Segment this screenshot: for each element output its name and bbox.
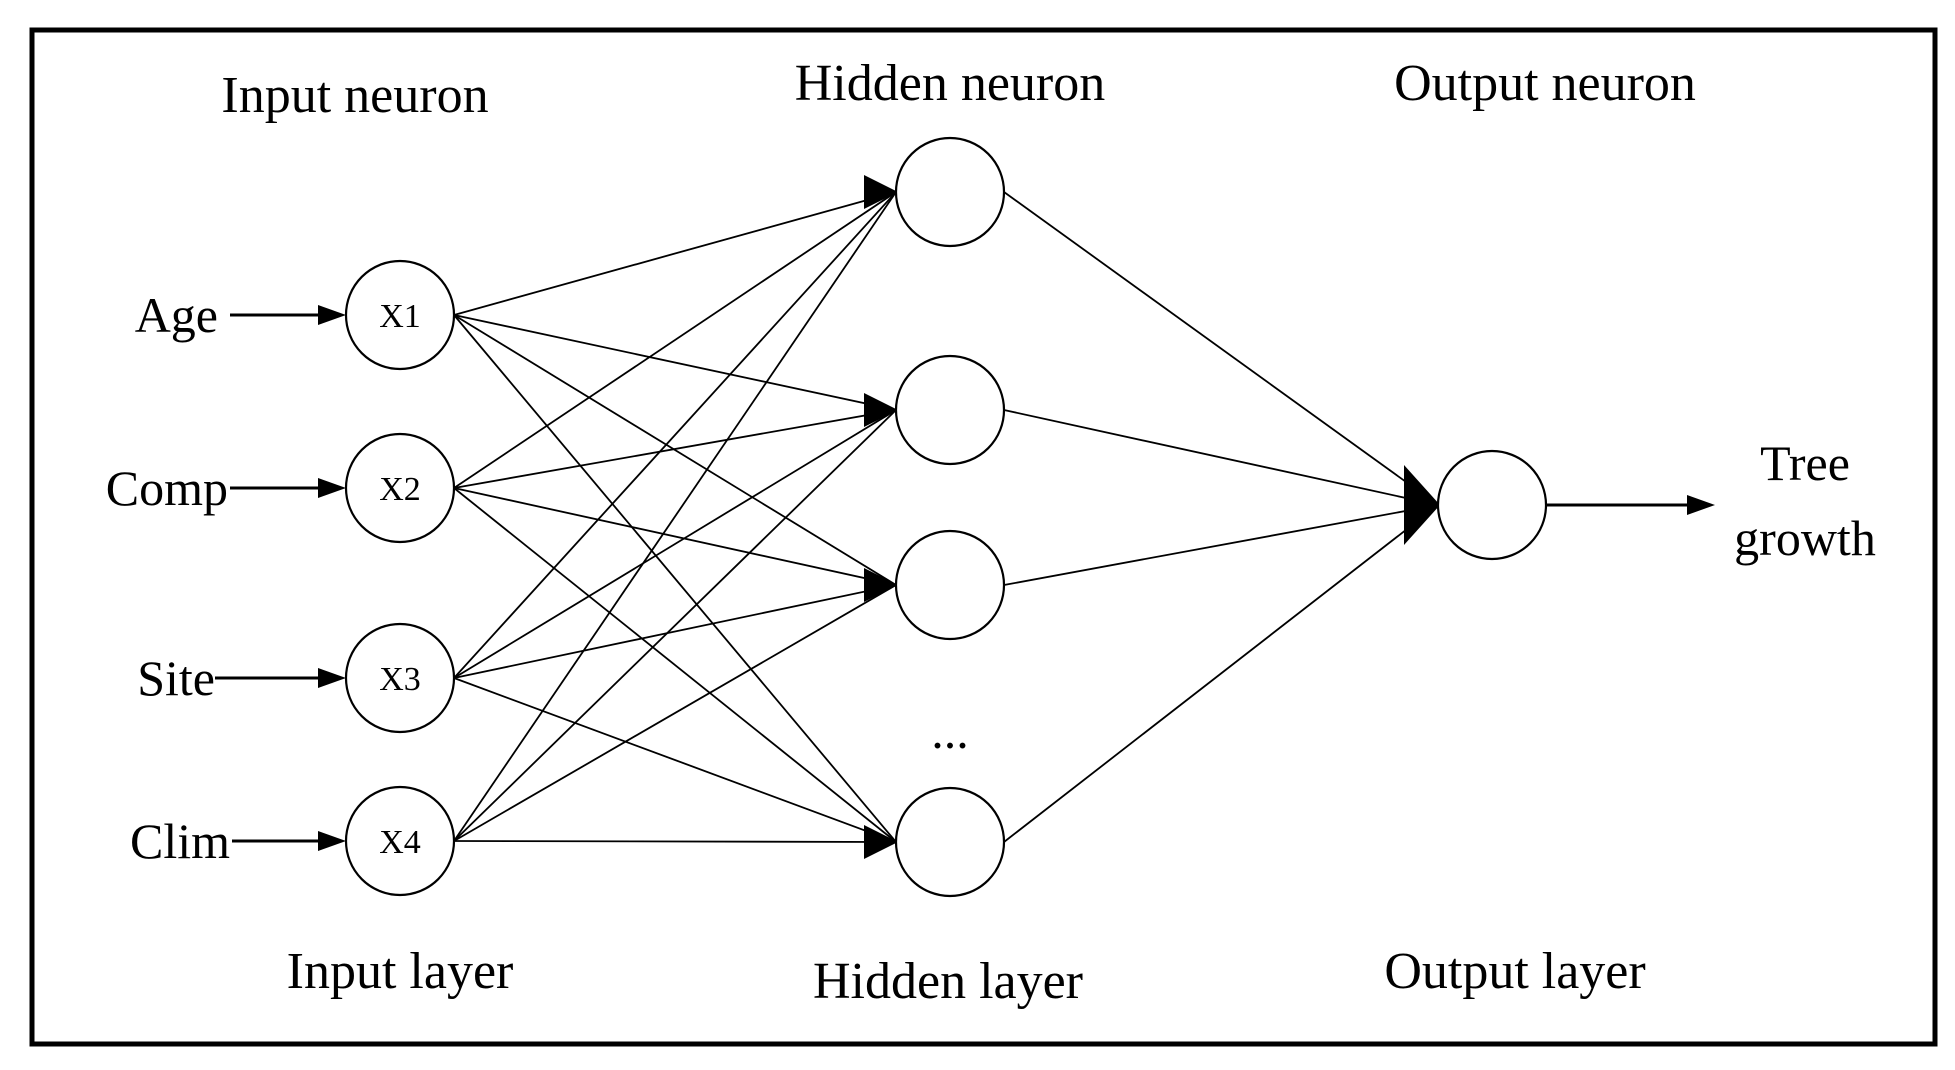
edge-input2-hidden2: [453, 409, 897, 489]
input-node-label: X2: [379, 471, 421, 508]
input-layer-heading: Input layer: [287, 943, 514, 1000]
input-label-site: Site: [137, 650, 215, 706]
output-layer-heading: Output layer: [1384, 943, 1645, 1000]
input-label-clim: Clim: [130, 813, 230, 869]
edge-input4-hidden2: [453, 409, 897, 842]
hidden-layer-heading: Hidden layer: [813, 953, 1083, 1010]
input-arrowhead-2: [318, 478, 346, 498]
arrowhead-hidden3: [864, 568, 898, 602]
edge-input1-hidden4: [453, 314, 897, 843]
output-label-line2: growth: [1734, 510, 1876, 566]
edge-hidden4-output: [1003, 504, 1439, 843]
arrowhead-hidden4: [864, 825, 898, 859]
hidden-node-4: [894, 786, 1006, 898]
edge-hidden2-output: [1003, 409, 1439, 506]
edge-input1-hidden2: [453, 314, 897, 411]
edge-input1-hidden1: [453, 191, 897, 316]
connection-edges: [215, 175, 1715, 859]
edge-input4-hidden4: [453, 840, 897, 843]
input-node-x4: X4: [344, 785, 456, 897]
edge-input3-hidden2: [453, 409, 897, 679]
input-node-x3: X3: [344, 622, 456, 734]
input-arrowhead-4: [318, 831, 346, 851]
input-neuron-heading: Input neuron: [221, 67, 488, 124]
edge-input1-hidden3: [453, 314, 897, 586]
hidden-node-1: [894, 136, 1006, 248]
output-arrowhead: [1687, 495, 1715, 515]
input-node-label: X4: [379, 824, 421, 861]
hidden-ellipsis: ...: [931, 703, 969, 759]
hidden-node-2: [894, 354, 1006, 466]
output-node: [1436, 449, 1548, 561]
input-node-label: X3: [379, 661, 421, 698]
edge-input3-hidden3: [453, 584, 897, 679]
arrowhead-output: [1404, 465, 1440, 545]
edge-hidden1-output: [1003, 191, 1439, 506]
arrowhead-hidden1: [864, 175, 898, 209]
edge-input4-hidden3: [453, 584, 897, 842]
input-arrowhead-1: [318, 305, 346, 325]
input-label-age: Age: [135, 287, 218, 343]
input-label-comp: Comp: [106, 460, 228, 516]
edge-input2-hidden1: [453, 191, 897, 489]
edge-input3-hidden4: [453, 677, 897, 843]
edge-input2-hidden3: [453, 487, 897, 586]
output-neuron-heading: Output neuron: [1394, 55, 1696, 112]
edge-input2-hidden4: [453, 487, 897, 843]
edge-input3-hidden1: [453, 191, 897, 679]
hidden-neuron-heading: Hidden neuron: [795, 55, 1105, 112]
edge-hidden3-output: [1003, 504, 1439, 586]
arrowhead-hidden2: [864, 393, 898, 427]
output-label-line1: Tree: [1760, 435, 1850, 491]
hidden-node-3: [894, 529, 1006, 641]
input-node-x1: X1: [344, 259, 456, 371]
input-node-label: X1: [379, 298, 421, 335]
input-arrowhead-3: [318, 668, 346, 688]
input-node-x2: X2: [344, 432, 456, 544]
edge-input4-hidden1: [453, 191, 897, 842]
